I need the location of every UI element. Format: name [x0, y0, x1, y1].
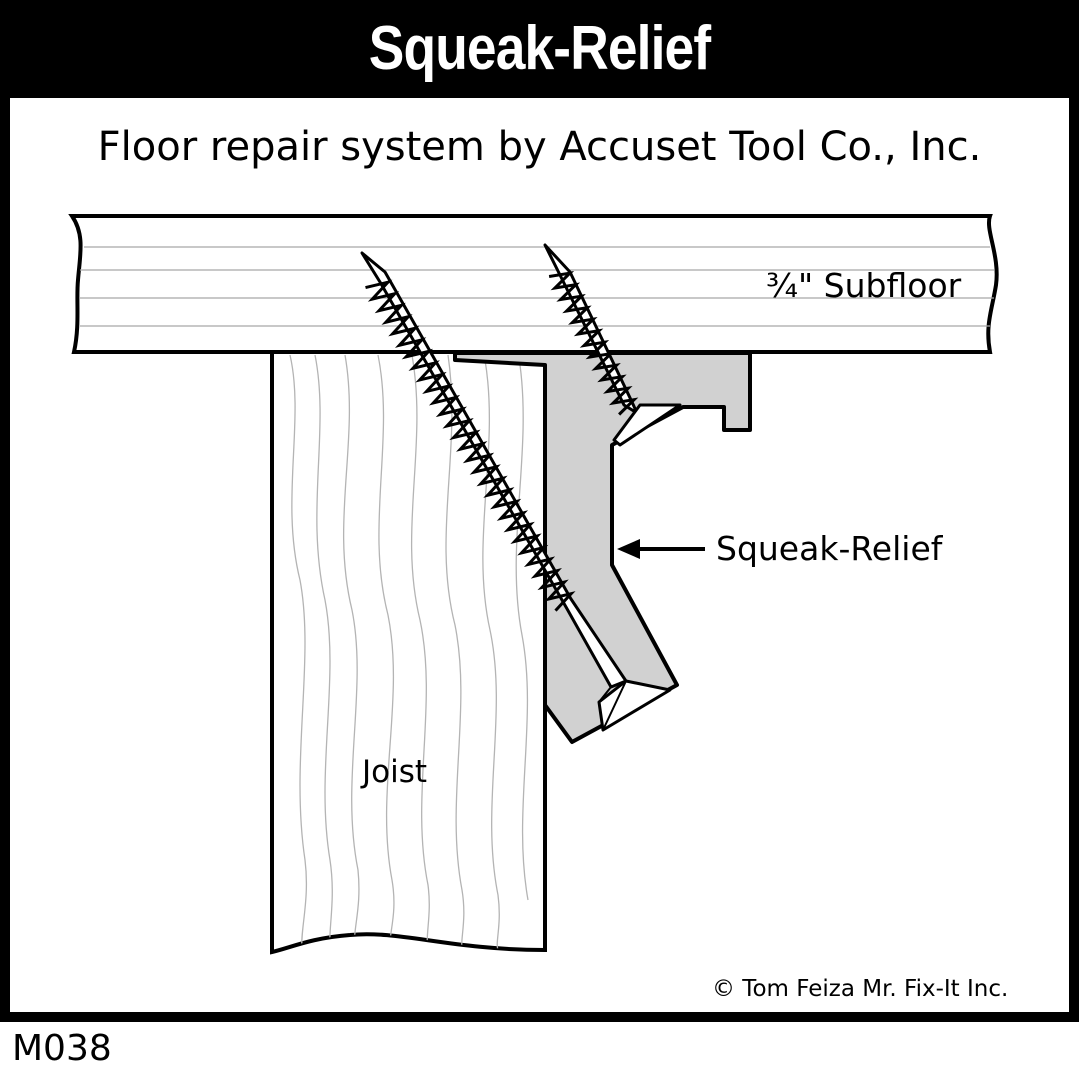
wood-grain: [289, 354, 529, 951]
long-screw: [360, 251, 672, 732]
drawing-code: M038: [12, 1028, 112, 1068]
joist: [270, 350, 547, 955]
short-screw: [543, 243, 682, 447]
page-title: Squeak-Relief: [368, 13, 711, 83]
title-bar: Squeak-Relief: [0, 0, 1079, 96]
subfloor: [68, 214, 999, 354]
joist-label: Joist: [362, 754, 428, 790]
pointer-arrow: [617, 539, 705, 559]
subfloor-label: ¾" Subfloor: [766, 266, 962, 305]
subtitle: Floor repair system by Accuset Tool Co.,…: [97, 124, 982, 170]
squeak-relief-bracket: [453, 351, 752, 744]
squeak-relief-label: Squeak-Relief: [716, 529, 943, 568]
copyright-text: © Tom Feiza Mr. Fix-It Inc.: [712, 976, 1009, 1002]
subfloor-grain: [80, 246, 994, 327]
